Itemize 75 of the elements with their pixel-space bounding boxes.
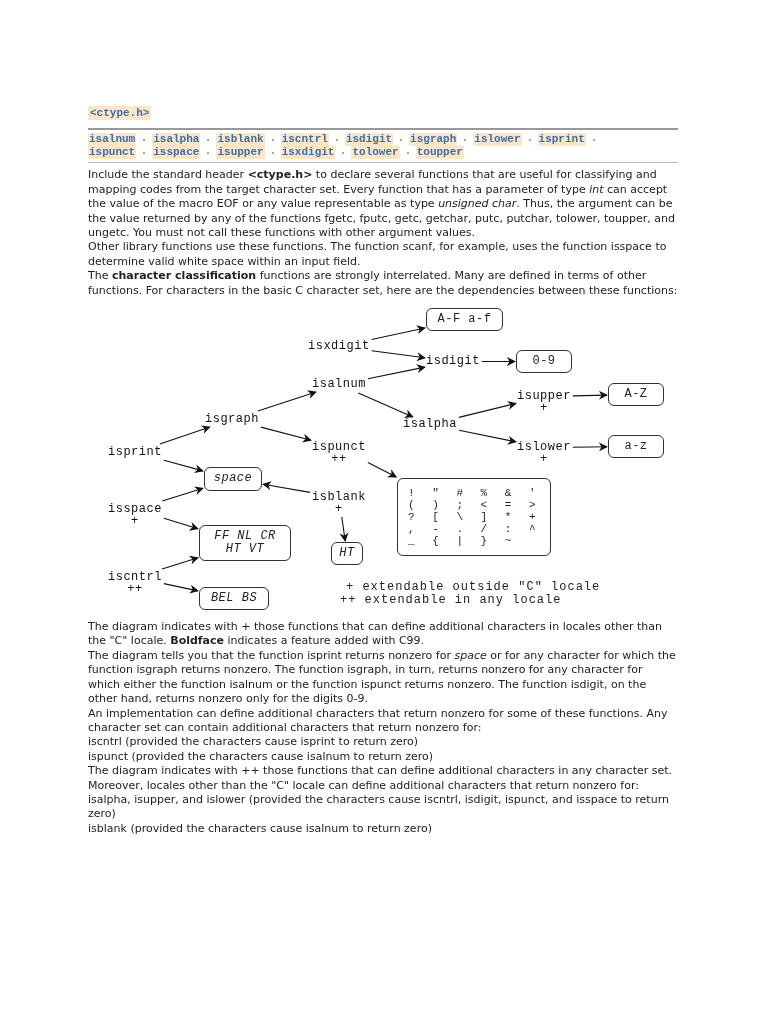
locale-marker: ++ bbox=[126, 584, 144, 596]
character-set-box: ! " # % & ' ( ) ; < = > ? [ \ ] * + , - . / : ^ _ { | } ~ bbox=[397, 478, 551, 557]
character-set-box: space bbox=[204, 467, 262, 492]
body-paragraph: Include the standard header <ctype.h> to declare several functions that are useful for classifying and mapping codes from the target character set. Every function that has a parameter of type int can accept the value of the macro EOF or any value representable as type unsigned char. Thus, the argument can be the value returned by any of the functions fgetc, fputc, getc, getchar, putc, putchar, tolower, toupper, and ungetc. You must not call these functions with other argument values. bbox=[88, 168, 676, 241]
dependency-arrow bbox=[159, 425, 211, 445]
dependency-arrow bbox=[161, 555, 199, 570]
function-link: isalpha bbox=[152, 133, 201, 147]
dependency-arrow bbox=[161, 486, 204, 502]
function-name: isdigit bbox=[426, 355, 480, 369]
character-set-box: A-Z bbox=[608, 383, 664, 407]
dependency-arrow bbox=[367, 461, 398, 478]
function-name: ispunct bbox=[312, 441, 366, 455]
function-link: isalnum bbox=[88, 133, 137, 147]
dependency-arrow bbox=[339, 516, 349, 542]
function-link: isspace bbox=[152, 146, 201, 160]
locale-marker: + bbox=[540, 403, 548, 415]
function-link: tolower bbox=[351, 146, 400, 160]
character-set-box: FF NL CR HT VT bbox=[199, 525, 291, 562]
function-name: isgraph bbox=[205, 413, 259, 427]
dependency-arrow bbox=[371, 350, 426, 362]
function-link: ispunct bbox=[88, 146, 137, 160]
dependency-arrow bbox=[357, 392, 414, 418]
dependency-arrow bbox=[163, 459, 204, 474]
character-set-box: a-z bbox=[608, 435, 664, 459]
body-paragraph: ispunct (provided the characters cause isalnum to return zero) bbox=[88, 749, 435, 765]
dependency-arrow bbox=[163, 517, 199, 531]
locale-marker: + bbox=[334, 504, 344, 516]
character-set-box: BEL BS bbox=[199, 587, 269, 611]
function-link: isblank bbox=[216, 133, 265, 147]
function-link: isdigit bbox=[344, 133, 394, 147]
dependency-arrow bbox=[481, 357, 516, 367]
function-link: isgraph bbox=[409, 133, 458, 147]
dependency-arrow bbox=[257, 390, 317, 412]
dependency-arrow bbox=[260, 426, 312, 443]
character-set-box: A-F a-f bbox=[426, 308, 503, 332]
function-link: islower bbox=[473, 133, 522, 147]
character-set-box: 0-9 bbox=[516, 350, 572, 374]
locale-marker: ++ bbox=[331, 454, 347, 466]
function-link: isxdigit bbox=[280, 146, 336, 160]
dependency-arrow bbox=[367, 364, 426, 380]
body-paragraph: Other library functions use these functions. The function scanf, for example, uses the function isspace to determine valid white space within an input field. bbox=[88, 240, 668, 270]
function-name: isblank bbox=[312, 491, 366, 505]
locale-marker: + bbox=[131, 516, 139, 528]
dependency-arrow bbox=[262, 481, 311, 493]
function-name: iscntrl bbox=[108, 571, 162, 585]
function-link: iscntrl bbox=[280, 133, 329, 147]
body-paragraph: An implementation can define additional characters that return nonzero for some of these functions. Any character set can contain additional characters that return nonzero for: bbox=[88, 706, 669, 736]
dependency-arrow bbox=[163, 583, 199, 594]
function-link: toupper bbox=[415, 146, 464, 160]
body-paragraph: isalpha, isupper, and islower (provided the characters cause iscntrl, isdigit, ispunct, and isspace to return zero) bbox=[88, 792, 670, 822]
function-link: isprint bbox=[537, 133, 586, 147]
body-paragraph: The diagram tells you that the function isprint returns nonzero for space or for any character for which the function isgraph returns nonzero. The function isgraph, in turn, returns nonzero for any character for which either the function isalnum or the function ispunct returns nonzero. The function isdigit, on the other hand, returns nonzero only for the digits 0-9. bbox=[88, 648, 677, 707]
function-name: isxdigit bbox=[308, 340, 370, 354]
function-name: isalpha bbox=[403, 418, 457, 432]
dependency-arrow bbox=[458, 401, 517, 418]
body-paragraph: The character classification functions are strongly interrelated. Many are defined in terms of other functions. For characters in the basic C character set, here are the dependencies between these functions: bbox=[88, 269, 678, 299]
dependency-arrow bbox=[572, 390, 608, 400]
dependency-arrow bbox=[458, 429, 517, 445]
function-name: isprint bbox=[108, 446, 162, 460]
legend-note: + extendable outside "C" locale bbox=[346, 581, 601, 595]
function-link: isupper bbox=[216, 146, 265, 160]
body-paragraph: isblank (provided the characters cause isalnum to return zero) bbox=[88, 821, 433, 837]
body-paragraph: iscntrl (provided the characters cause isprint to return zero) bbox=[88, 735, 420, 750]
function-name: islower bbox=[517, 441, 571, 455]
dependency-arrow bbox=[371, 325, 426, 341]
function-name: isupper bbox=[517, 390, 571, 404]
function-name: isalnum bbox=[312, 378, 366, 392]
dependency-arrow bbox=[572, 442, 608, 452]
function-name: isspace bbox=[108, 503, 162, 517]
page-title: <ctype.h> bbox=[88, 106, 152, 121]
body-paragraph: The diagram indicates with + those functions that can define additional characters in locales other than the "C" locale. Boldface indicates a feature added with C99. bbox=[88, 620, 664, 649]
legend-note: ++ extendable in any locale bbox=[340, 594, 562, 608]
locale-marker: + bbox=[539, 454, 549, 466]
body-paragraph: The diagram indicates with ++ those functions that can define additional characters in any character set. Moreover, locales other than the "C" locale can define additional characters that return nonzero for: bbox=[88, 764, 674, 793]
character-set-box: HT bbox=[331, 542, 363, 566]
